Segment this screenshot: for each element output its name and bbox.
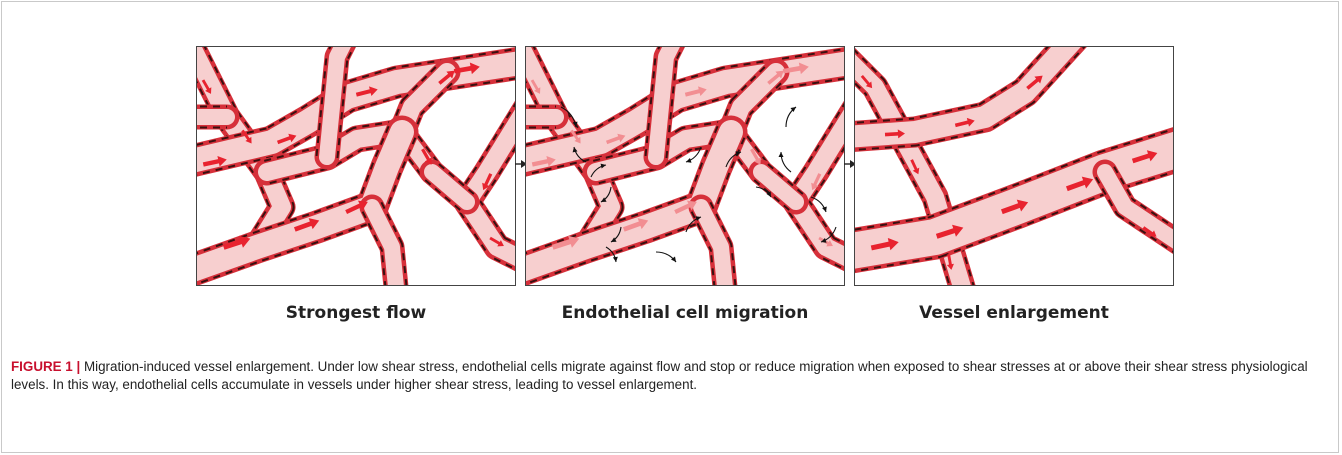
migration-arrow [656,252,678,264]
panel-label: Vessel enlargement [854,303,1174,323]
vessel-segment [701,207,726,286]
migration-arrow [786,105,798,127]
figure-caption: FIGURE 1 | Migration-induced vessel enla… [11,358,1321,394]
panel-strongest-flow [196,46,516,286]
vessel-network-diagram [526,47,845,286]
vessel-network-diagram [197,47,516,286]
panel-label: Endothelial cell migration [525,303,845,323]
vessel-segment [432,172,467,202]
panel-endothelial-cell-migration [525,46,845,286]
vessel-segment [761,172,796,202]
panel-label: Strongest flow [196,303,516,323]
vessel-network-diagram [855,47,1174,286]
migration-arrow [779,152,792,172]
caption-text: Migration-induced vessel enlargement. Un… [11,359,1308,392]
vessel-segment [372,207,397,286]
panel-vessel-enlargement [854,46,1174,286]
caption-label: FIGURE 1 | [11,359,80,374]
